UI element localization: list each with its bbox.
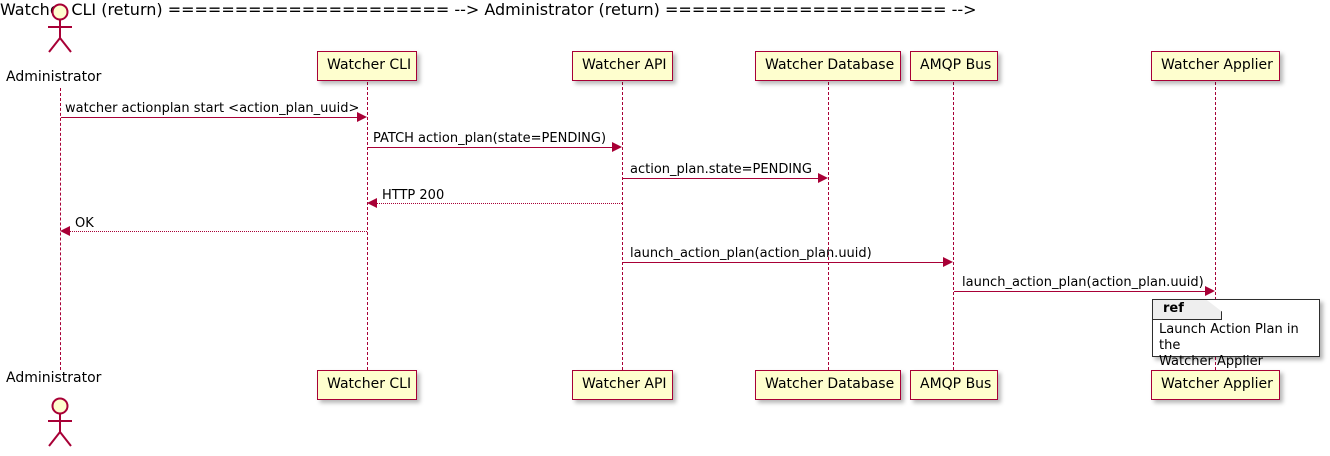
participant-box-watcher-cli-bottom[interactable]: Watcher CLI [317,370,417,400]
participant-label-watcher-cli-bottom: Watcher CLI [327,376,412,392]
participant-label-watcher-applier-top: Watcher Applier [1161,57,1273,73]
lifeline-watcher-api [622,82,623,370]
message-line-4 [377,203,622,204]
message-arrowhead-1 [357,112,367,122]
participant-box-watcher-api-top[interactable]: Watcher API [572,51,673,81]
lifeline-watcher-cli [367,82,368,370]
participant-label-watcher-api-bottom: Watcher API [582,376,667,392]
message-line-7 [954,291,1205,292]
message-arrowhead-2 [612,142,622,152]
message-label-4: HTTP 200 [382,188,445,203]
message-arrowhead-7 [1205,286,1215,296]
message-line-6 [623,262,943,263]
participant-label-amqp-bus-bottom: AMQP Bus [920,376,992,392]
participant-label-amqp-bus-top: AMQP Bus [920,57,992,73]
participant-label-watcher-api-top: Watcher API [582,57,667,73]
participant-label-watcher-applier-bottom: Watcher Applier [1161,376,1273,392]
message-label-6: launch_action_plan(action_plan.uuid) [630,246,872,261]
ref-fragment-text: Launch Action Plan in the Watcher Applie… [1159,322,1319,370]
participant-box-watcher-applier-top[interactable]: Watcher Applier [1151,51,1280,81]
actor-administrator-bottom [43,396,77,452]
message-arrowhead-4 [367,198,377,208]
message-label-5: OK [75,216,94,231]
message-label-2: PATCH action_plan(state=PENDING) [373,131,607,146]
ref-fragment-launch-action-plan[interactable]: ref Launch Action Plan in the Watcher Ap… [1152,299,1320,369]
message-label-7: launch_action_plan(action_plan.uuid) [962,275,1204,290]
message-line-5 [70,231,367,232]
message-label-3: action_plan.state=PENDING [630,162,812,177]
participant-box-watcher-database-bottom[interactable]: Watcher Database [755,370,901,400]
participant-box-amqp-bus-top[interactable]: AMQP Bus [910,51,998,81]
participant-box-watcher-applier-bottom[interactable]: Watcher Applier [1151,370,1280,400]
lifeline-amqp-bus [953,82,954,370]
actor-stick-figure-icon [48,397,72,447]
actor-label-administrator-top: Administrator [6,69,102,85]
ref-fragment-text-line-1: Launch Action Plan in the [1159,322,1299,353]
message-line-1 [61,117,357,118]
actor-administrator-top [43,2,77,58]
lifeline-watcher-applier [1215,82,1216,370]
participant-box-amqp-bus-bottom[interactable]: AMQP Bus [910,370,998,400]
participant-label-watcher-database-top: Watcher Database [765,57,895,73]
participant-label-watcher-database-bottom: Watcher Database [765,376,895,392]
ref-fragment-text-line-2: Watcher Applier [1159,354,1263,369]
message-arrowhead-3 [818,173,828,183]
actor-label-administrator-bottom: Administrator [6,370,102,386]
message-label-1: watcher actionplan start <action_plan_uu… [65,101,360,116]
participant-label-watcher-cli-top: Watcher CLI [327,57,412,73]
message-arrowhead-5 [60,226,70,236]
participant-box-watcher-cli-top[interactable]: Watcher CLI [317,51,417,81]
lifeline-watcher-database [828,82,829,370]
participant-box-watcher-api-bottom[interactable]: Watcher API [572,370,673,400]
actor-stick-figure-icon [48,3,72,53]
message-line-2 [368,147,612,148]
message-line-3 [623,178,818,179]
message-arrowhead-6 [943,257,953,267]
ref-fragment-tab-label: ref [1163,301,1184,316]
participant-box-watcher-database-top[interactable]: Watcher Database [755,51,901,81]
